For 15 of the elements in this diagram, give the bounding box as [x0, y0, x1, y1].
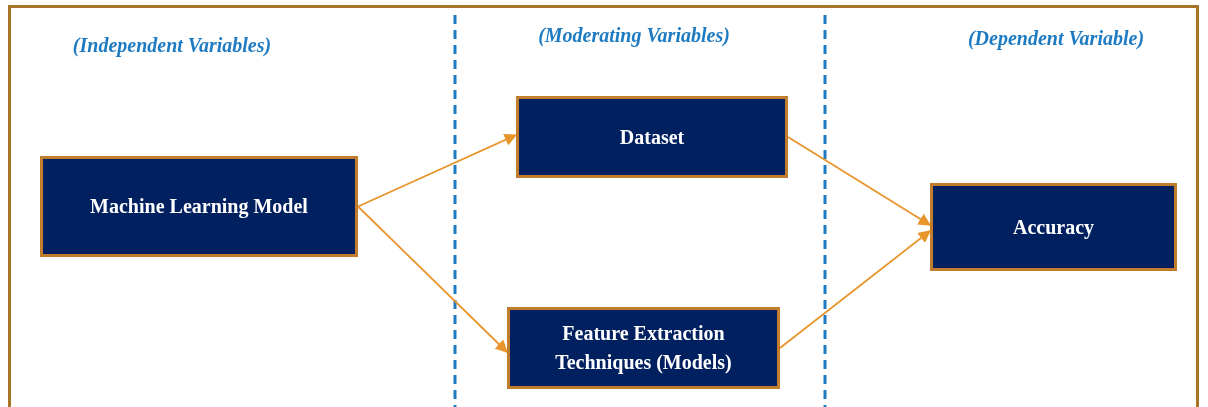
box-label: Accuracy	[1012, 214, 1095, 241]
arrow	[787, 136, 932, 226]
box-label: Feature Extraction Techniques (Models)	[554, 321, 733, 376]
column-heading: (Independent Variables)	[72, 34, 272, 57]
variable-box	[40, 156, 358, 257]
box-label: Machine Learning Model	[90, 194, 308, 220]
arrow	[779, 230, 931, 349]
arrow	[357, 133, 518, 208]
column-heading: (Dependent Variable)	[967, 27, 1145, 50]
variable-box	[516, 96, 788, 178]
column-heading: (Moderating Variables)	[538, 24, 730, 47]
box-label: Dataset	[619, 124, 685, 150]
variable-box	[930, 183, 1177, 271]
variable-box	[507, 307, 780, 389]
arrow	[357, 205, 508, 353]
